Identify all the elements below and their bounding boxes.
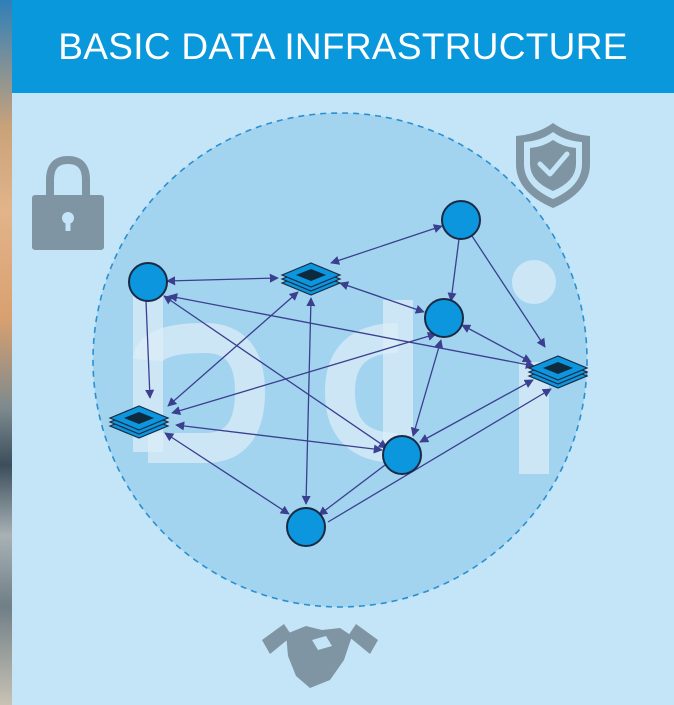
stack-node xyxy=(527,355,589,389)
handshake-icon xyxy=(262,624,378,688)
node-circle xyxy=(382,435,422,475)
node-circle xyxy=(441,200,481,240)
nodes xyxy=(128,200,481,547)
title-banner: BASIC DATA INFRASTRUCTURE xyxy=(12,0,674,93)
page-title: BASIC DATA INFRASTRUCTURE xyxy=(58,25,628,67)
bdi-watermark-dot xyxy=(512,260,556,304)
stack-node xyxy=(280,262,342,296)
node-circle xyxy=(286,507,326,547)
shield-check-icon xyxy=(516,123,590,208)
node-circle xyxy=(128,262,168,302)
connections xyxy=(145,224,552,523)
background-photo-strip xyxy=(0,0,12,705)
lock-icon xyxy=(32,155,104,250)
stack-node xyxy=(108,405,170,439)
node-circle xyxy=(424,298,464,338)
